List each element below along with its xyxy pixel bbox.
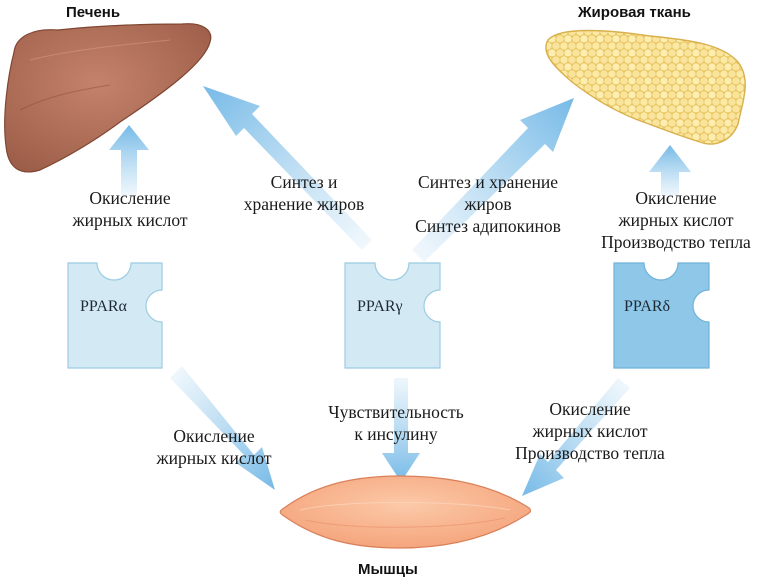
effect-gamma-to-liver: Синтез и хранение жиров <box>244 172 365 214</box>
arrow-alpha-to-muscle <box>170 366 275 490</box>
arrow-delta-to-adipose <box>649 145 691 195</box>
svg-text:Производство тепла: Производство тепла <box>601 232 751 252</box>
svg-text:Окисление: Окисление <box>89 188 171 208</box>
svg-text:хранение жиров: хранение жиров <box>244 194 365 214</box>
effect-alpha-to-liver: Окисление жирных кислот <box>72 188 188 230</box>
ppar-alpha-label: PPARα <box>80 298 128 315</box>
svg-text:жирных кислот: жирных кислот <box>156 448 272 468</box>
ppar-gamma-piece: PPARγ <box>344 262 441 369</box>
svg-text:жирных кислот: жирных кислот <box>618 210 734 230</box>
svg-text:Окисление: Окисление <box>635 188 717 208</box>
adipose-shape <box>545 29 746 145</box>
svg-text:Чувствительность: Чувствительность <box>328 402 463 422</box>
arrow-gamma-to-adipose <box>412 98 574 262</box>
muscle <box>279 475 532 549</box>
ppar-delta-label: PPARδ <box>624 298 670 315</box>
effect-gamma-to-muscle: Чувствительность к инсулину <box>328 402 463 444</box>
ppar-delta-piece: PPARδ <box>613 262 710 369</box>
svg-text:Синтез адипокинов: Синтез адипокинов <box>415 216 561 236</box>
effect-delta-to-adipose: Окисление жирных кислот Производство теп… <box>601 188 751 252</box>
svg-text:жирных кислот: жирных кислот <box>72 210 188 230</box>
arrow-gamma-to-muscle <box>382 378 420 482</box>
effect-delta-to-muscle: Окисление жирных кислот Производство теп… <box>515 399 665 463</box>
svg-text:к инсулину: к инсулину <box>354 424 438 444</box>
liver-shape <box>4 23 212 173</box>
ppar-alpha-piece: PPARα <box>67 262 163 369</box>
svg-text:Окисление: Окисление <box>173 426 255 446</box>
arrow-gamma-to-liver <box>203 86 372 250</box>
muscle-label: Мышцы <box>358 561 418 578</box>
svg-text:Производство тепла: Производство тепла <box>515 443 665 463</box>
svg-text:Окисление: Окисление <box>549 399 631 419</box>
ppar-gamma-label: PPARγ <box>357 298 403 315</box>
liver-label: Печень <box>66 4 120 21</box>
arrow-delta-to-muscle <box>522 378 630 496</box>
arrows <box>109 86 691 496</box>
svg-text:Синтез и хранение: Синтез и хранение <box>418 172 558 192</box>
effect-gamma-to-adipose: Синтез и хранение жиров Синтез адипокино… <box>415 172 561 236</box>
adipose-tissue <box>545 29 746 145</box>
svg-text:жиров: жиров <box>463 194 511 214</box>
svg-text:Синтез и: Синтез и <box>271 172 338 192</box>
muscle-shape <box>279 475 532 549</box>
arrow-alpha-to-liver <box>109 125 149 195</box>
adipose-label: Жировая ткань <box>577 4 691 21</box>
effect-alpha-to-muscle: Окисление жирных кислот <box>156 426 272 468</box>
liver <box>4 23 212 173</box>
svg-text:жирных кислот: жирных кислот <box>532 421 648 441</box>
